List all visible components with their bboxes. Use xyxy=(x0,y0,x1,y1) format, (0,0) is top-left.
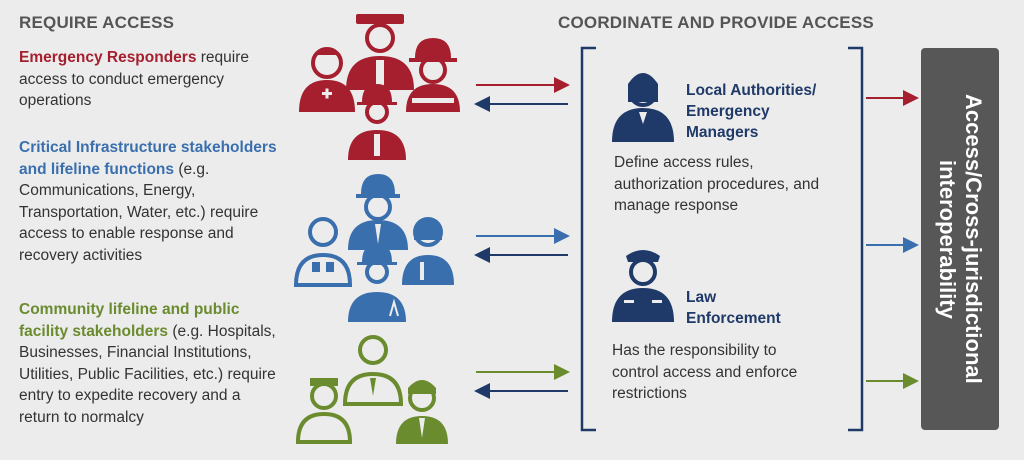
electric-worker-icon xyxy=(293,217,353,287)
businessman-icon xyxy=(342,335,404,406)
law-enforcement-title-line1: Law xyxy=(686,289,717,306)
community-lifeline-rest: (e.g. Hospitals, Businesses, Financial I… xyxy=(19,322,276,426)
critical-infrastructure-text: Critical Infrastructure stakeholders and… xyxy=(19,137,294,266)
local-authorities-title-line2: Emergency xyxy=(686,103,770,120)
emergency-responders-text: Emergency Responders require access to c… xyxy=(19,47,294,112)
local-authorities-title: Local Authorities/ Emergency Managers xyxy=(686,80,816,143)
local-authorities-desc: Define access rules, authorization proce… xyxy=(614,154,820,214)
coordinate-access-heading: COORDINATE AND PROVIDE ACCESS xyxy=(558,13,874,32)
access-interoperability-label: Access/Cross-jurisdictional interoperabi… xyxy=(934,94,986,384)
manager-woman-icon xyxy=(612,73,674,142)
result-line1: Access/Cross-jurisdictional xyxy=(961,94,986,384)
local-authorities-title-line1: Local Authorities/ xyxy=(686,82,817,99)
law-enforcement-title-line2: Enforcement xyxy=(686,310,781,327)
emergency-responders-lead: Emergency Responders xyxy=(19,49,197,66)
hardhat-worker-icon xyxy=(348,174,408,250)
firefighter-icon xyxy=(406,38,460,112)
tower-worker-icon xyxy=(348,244,406,322)
businessman-mustache-icon xyxy=(396,380,448,444)
require-access-heading: REQUIRE ACCESS xyxy=(19,13,175,32)
emergency-responders-rest: require access to conduct emergency oper… xyxy=(19,49,250,109)
law-enforcement-title: Law Enforcement xyxy=(686,287,781,329)
law-enforcement-desc: Has the responsibility to control access… xyxy=(612,342,798,402)
result-line2: interoperability xyxy=(935,159,960,319)
critical-infrastructure-lead: Critical Infrastructure stakeholders and… xyxy=(19,139,277,178)
community-lifeline-icons xyxy=(295,335,448,444)
community-lifeline-lead: Community lifeline and public facility s… xyxy=(19,301,240,340)
local-authorities-title-line3: Managers xyxy=(686,124,759,141)
emergency-responders-icons xyxy=(299,14,460,160)
nurse-icon xyxy=(295,378,353,444)
critical-infrastructure-icons xyxy=(293,174,454,322)
access-interoperability-bar: Access/Cross-jurisdictional interoperabi… xyxy=(921,48,999,430)
police-officer-icon xyxy=(612,250,674,322)
critical-infrastructure-rest: (e.g. Communications, Energy, Transporta… xyxy=(19,160,259,264)
request-arrows xyxy=(474,77,570,399)
left-bracket xyxy=(580,46,596,432)
right-bracket xyxy=(848,46,864,432)
responder-helmet-icon xyxy=(348,84,406,160)
firefighter-chief-icon xyxy=(346,14,414,90)
woman-worker-icon xyxy=(402,217,454,285)
community-lifeline-text: Community lifeline and public facility s… xyxy=(19,299,281,428)
nurse-icon xyxy=(299,47,355,112)
result-arrows xyxy=(866,90,919,389)
